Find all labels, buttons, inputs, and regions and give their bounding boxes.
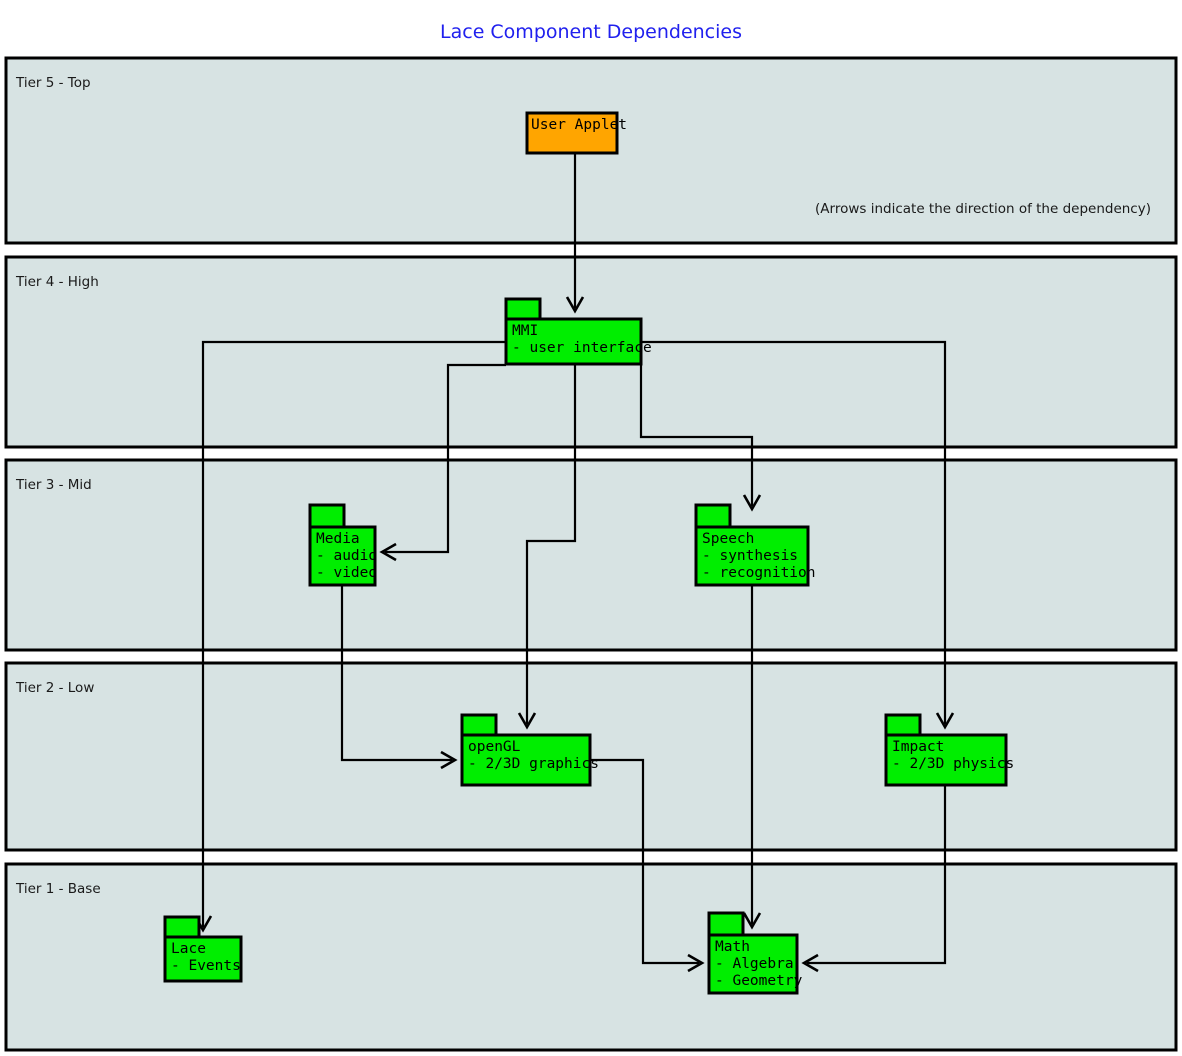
edge-mmi-to-media: [379, 363, 506, 562]
package-tab: [460, 713, 498, 737]
package-lace[interactable]: Lace- Events: [163, 915, 243, 983]
arrowhead: [687, 953, 705, 973]
package-math[interactable]: Math- Algebra- Geometry: [707, 911, 803, 995]
package-tab: [504, 297, 542, 321]
arrowhead: [565, 296, 585, 314]
edge-speech-to-math: [742, 585, 762, 930]
package-speech[interactable]: Speech- synthesis- recognition: [694, 503, 816, 587]
edge-mmi-to-impact: [641, 340, 955, 730]
package-name: Speech: [702, 531, 754, 547]
arrowhead: [742, 494, 762, 512]
package-body: [707, 933, 799, 995]
tier-label-tier2: Tier 2 - Low: [15, 680, 94, 696]
package-name: User Applet: [531, 117, 627, 133]
dependency-edges: [193, 153, 955, 973]
package-detail-1: - 2/3D physics: [892, 756, 1014, 772]
package-tab: [163, 915, 201, 939]
edge-media-to-opengl: [340, 585, 458, 770]
package-tab: [694, 503, 732, 529]
package-body: [163, 935, 243, 983]
package-detail-1: - Algebra: [715, 956, 794, 972]
edge-opengl-to-math: [590, 758, 705, 973]
edge-impact-to-math: [801, 785, 947, 973]
edge-path: [201, 340, 506, 927]
edge-path: [385, 363, 506, 554]
package-mmi[interactable]: MMI- user interface: [504, 297, 652, 366]
package-name: Math: [715, 939, 750, 955]
package-body: [884, 733, 1008, 787]
package-name: Lace: [171, 941, 206, 957]
package-detail-1: - Events: [171, 958, 241, 974]
package-detail-2: - Geometry: [715, 973, 803, 989]
edge-user-applet-to-mmi: [565, 153, 585, 314]
package-impact[interactable]: Impact- 2/3D physics: [884, 713, 1014, 787]
edge-mmi-to-opengl: [517, 364, 577, 730]
tier-label-tier4: Tier 4 - High: [15, 274, 99, 290]
tier-background: [4, 458, 1178, 652]
package-body: [694, 525, 810, 587]
edge-path: [639, 364, 754, 506]
arrowhead: [742, 912, 762, 930]
tier-label-tier1: Tier 1 - Base: [15, 881, 101, 897]
package-detail-1: - audio: [316, 548, 377, 564]
package-media[interactable]: Media- audio- video: [308, 503, 377, 587]
package-detail-1: - user interface: [512, 340, 652, 356]
arrowhead: [801, 953, 819, 973]
arrowhead: [440, 750, 458, 770]
package-opengl[interactable]: openGL- 2/3D graphics: [460, 713, 599, 787]
arrowhead: [379, 542, 397, 562]
package-body: [460, 733, 592, 787]
edge-path: [641, 340, 947, 724]
package-detail-1: - 2/3D graphics: [468, 756, 599, 772]
package-body: [525, 111, 619, 155]
tier-panel-tier3: Tier 3 - Mid: [4, 458, 1178, 652]
package-name: Impact: [892, 739, 944, 755]
package-tab: [308, 503, 346, 529]
package-detail-2: - video: [316, 565, 377, 581]
package-tab: [884, 713, 922, 737]
edge-path: [525, 364, 577, 724]
package-tab: [707, 911, 745, 937]
arrowhead: [935, 712, 955, 730]
edge-path: [807, 785, 947, 965]
edge-path: [590, 758, 699, 965]
tier-label-tier3: Tier 3 - Mid: [15, 477, 92, 493]
arrowhead: [517, 712, 537, 730]
package-name: Media: [316, 531, 360, 547]
package-detail-1: - synthesis: [702, 548, 798, 564]
package-detail-2: - recognition: [702, 565, 816, 581]
package-body: [504, 317, 643, 366]
edge-path: [340, 585, 452, 762]
tier-panel-tier4: Tier 4 - High: [4, 255, 1178, 449]
edge-mmi-to-speech: [639, 364, 762, 512]
package-name: openGL: [468, 739, 521, 755]
package-user-applet[interactable]: User Applet: [525, 111, 627, 155]
package-body: [308, 525, 377, 587]
package-name: MMI: [512, 323, 538, 339]
page-title: Lace Component Dependencies: [440, 21, 742, 43]
legend-note: (Arrows indicate the direction of the de…: [815, 201, 1151, 217]
tier-label-tier5: Tier 5 - Top: [15, 75, 91, 91]
tier-background: [4, 255, 1178, 449]
